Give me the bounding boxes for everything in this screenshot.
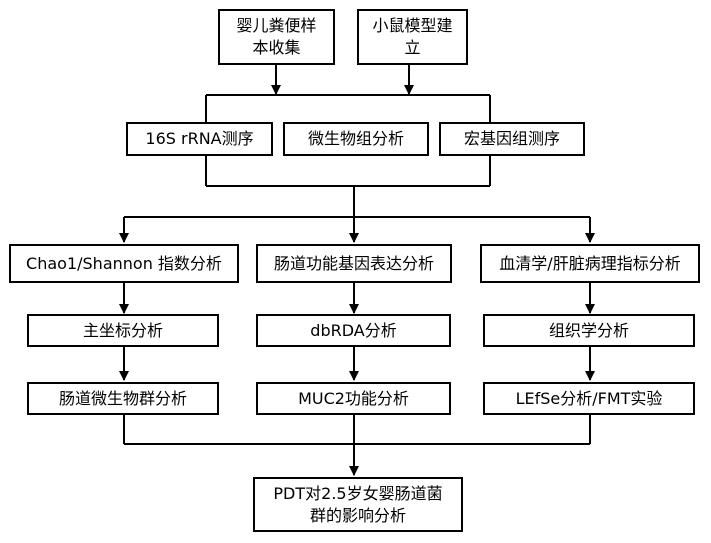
node-chao1-shannon: Chao1/Shannon 指数分析: [9, 244, 239, 283]
node-sample-collection: 婴儿粪便样本收集: [218, 9, 335, 65]
node-gut-microbiota: 肠道微生物群分析: [27, 382, 219, 415]
node-16s-rrna-seq: 16S rRNA测序: [126, 122, 273, 156]
node-conclusion: PDT对2.5岁女婴肠道菌群的影响分析: [253, 477, 463, 532]
node-microbiome-analysis: 微生物组分析: [283, 122, 429, 156]
node-lefse-fmt: LEfSe分析/FMT实验: [483, 382, 695, 415]
node-serum-liver-pathology: 血清学/肝脏病理指标分析: [480, 244, 700, 283]
node-dbrda: dbRDA分析: [256, 314, 451, 347]
node-muc2: MUC2功能分析: [256, 382, 451, 415]
node-mouse-model: 小鼠模型建立: [357, 9, 468, 65]
node-gut-gene-expression: 肠道功能基因表达分析: [256, 244, 452, 283]
node-metagenome-seq: 宏基因组测序: [439, 122, 585, 156]
node-pcoa: 主坐标分析: [27, 314, 219, 347]
node-histology: 组织学分析: [483, 314, 695, 347]
